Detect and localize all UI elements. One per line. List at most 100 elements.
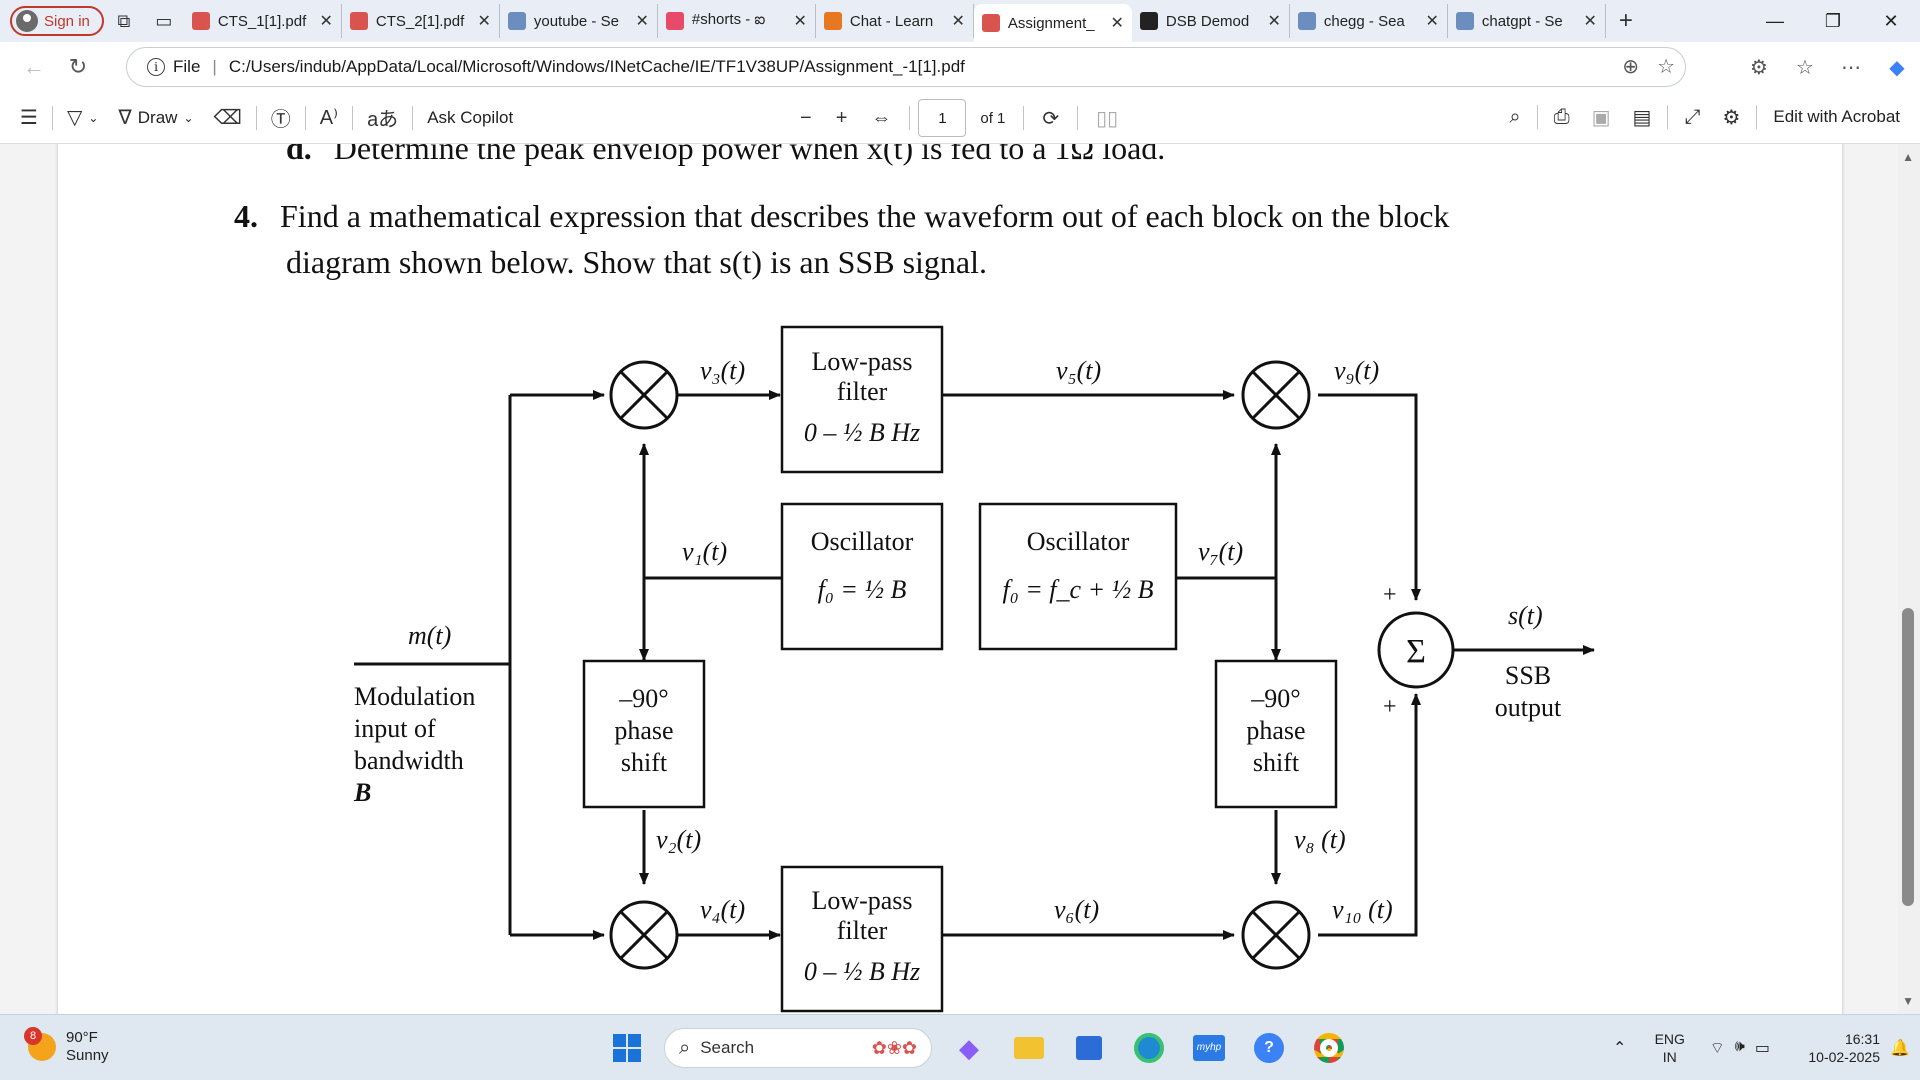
zoom-icon[interactable]: ⊕ [1622, 56, 1640, 78]
settings-button[interactable]: ⚙ [1712, 99, 1750, 135]
tab-label: DSB Demod [1165, 12, 1250, 30]
lpf-top-line-1: Low-pass [811, 347, 912, 376]
file-explorer-icon[interactable] [1006, 1025, 1052, 1071]
url-field[interactable]: i File | C:/Users/indub/AppData/Local/Mi… [126, 47, 1686, 87]
minimize-button[interactable]: — [1766, 10, 1784, 31]
chrome-icon[interactable] [1306, 1025, 1352, 1071]
close-tab-icon[interactable]: ✕ [1425, 13, 1439, 30]
volume-icon: 🕪 [1734, 1038, 1745, 1055]
clock-time: 16:31 [1844, 1031, 1880, 1047]
browser-tab[interactable]: CTS_2[1].pdf✕ [342, 4, 500, 38]
browser-tab[interactable]: chatgpt - Se✕ [1448, 4, 1606, 38]
start-button[interactable] [604, 1025, 650, 1071]
scroll-thumb[interactable] [1902, 608, 1914, 906]
divider [1667, 105, 1669, 129]
pen-icon: ∇ [118, 107, 132, 129]
info-icon[interactable]: i [147, 58, 165, 76]
add-text-button[interactable]: Ⓣ [261, 100, 301, 136]
scroll-up-icon[interactable]: ▲ [1902, 150, 1914, 164]
browser-tab[interactable]: Assignment_✕ [973, 4, 1132, 42]
close-tab-icon[interactable]: ✕ [477, 13, 491, 30]
weather-temp: 90°F [66, 1029, 98, 1046]
restore-button[interactable]: ❐ [1824, 10, 1842, 31]
page-total-label: of 1 [980, 109, 1006, 127]
rotate-button[interactable]: ⟳ [1032, 100, 1069, 136]
scroll-down-icon[interactable]: ▼ [1902, 994, 1914, 1008]
close-tab-icon[interactable]: ✕ [951, 13, 965, 30]
tab-actions-icon[interactable]: ▭ [155, 10, 173, 31]
close-tab-icon[interactable]: ✕ [1267, 13, 1281, 30]
close-tab-icon[interactable]: ✕ [1583, 13, 1597, 30]
label-v6: v₆(t) [1054, 895, 1099, 924]
read-aloud-button[interactable]: A⁾ [310, 100, 348, 136]
phase-shift-right-line-1: –90° [1250, 684, 1300, 713]
contents-icon[interactable]: ☰ [20, 107, 38, 129]
erase-button[interactable]: ⌫ [204, 100, 252, 136]
address-bar: ← ↻ i File | C:/Users/indub/AppData/Loca… [0, 42, 1920, 92]
page-number-input[interactable]: 1 [918, 99, 967, 137]
chatgpt-icon [1139, 12, 1158, 30]
pdf-icon [981, 14, 1000, 32]
browser-tab[interactable]: youtube - Se✕ [500, 4, 658, 38]
translate-button[interactable]: aあ [357, 100, 408, 136]
tray-overflow-icon[interactable]: ⌃ [1613, 1040, 1627, 1057]
favorite-star-icon[interactable]: ☆ [1657, 56, 1675, 78]
browser-tab[interactable]: chegg - Sea✕ [1290, 4, 1448, 38]
store-icon[interactable] [1066, 1025, 1112, 1071]
ask-copilot-label: Ask Copilot [427, 107, 514, 127]
oscillator-2-freq: f₀ = f_c + ½ B [1003, 575, 1154, 604]
myhp-icon[interactable]: myhp [1186, 1025, 1232, 1071]
browser-tab[interactable]: #shorts - ఐ ✕ [658, 4, 816, 38]
language-indicator[interactable]: ENG IN [1640, 1030, 1700, 1066]
close-window-button[interactable]: ✕ [1883, 10, 1899, 31]
clock[interactable]: 16:31 10-02-2025 [1780, 1030, 1880, 1066]
save-as-button[interactable]: ▤ [1623, 99, 1662, 135]
eraser-icon: ⌫ [213, 107, 242, 129]
tab-label: #shorts - ఐ [691, 10, 766, 28]
text-box-icon: Ⓣ [270, 109, 291, 131]
new-tab-button[interactable]: + [1618, 7, 1633, 34]
refresh-button[interactable]: ↻ [68, 54, 88, 79]
extensions-icon[interactable]: ⚙ [1750, 56, 1768, 79]
vertical-scrollbar[interactable]: ▲ ▼ [1898, 144, 1920, 1014]
edge-browser-icon[interactable] [1126, 1025, 1172, 1071]
taskbar-search[interactable]: ⌕ Search ✿❀✿ [664, 1028, 932, 1068]
find-button[interactable]: ⌕ [1499, 99, 1530, 135]
print-button[interactable]: ⎙ [1544, 99, 1580, 135]
system-tray[interactable]: ⌔ 🕪 ▭ [1700, 1038, 1780, 1058]
fit-width-button[interactable]: ⇔ [861, 100, 901, 136]
weather-widget[interactable]: 8 90°F Sunny [24, 1027, 109, 1065]
zoom-out-button[interactable]: − [800, 106, 812, 129]
save-button[interactable]: ▣ [1582, 99, 1621, 135]
taskbar-search-label: Search [700, 1038, 755, 1057]
close-tab-icon[interactable]: ✕ [319, 13, 333, 30]
phase-shift-left-line-3: shift [621, 748, 668, 777]
more-menu-icon[interactable]: ⋯ [1841, 56, 1861, 79]
scheme-label: File [173, 57, 201, 76]
ask-copilot-button[interactable]: Ask Copilot [417, 100, 523, 136]
zoom-in-button[interactable]: + [835, 106, 848, 129]
sign-in-button[interactable]: Sign in [10, 6, 104, 36]
browser-tab[interactable]: CTS_1[1].pdf✕ [184, 4, 342, 38]
browser-tab[interactable]: Chat - Learn ✕ [816, 4, 974, 38]
copilot-icon[interactable]: ◆ [1889, 56, 1905, 79]
copilot-app-icon[interactable]: ◆ [959, 1032, 979, 1063]
page-view-button[interactable]: ▯▯ [1086, 100, 1128, 136]
edit-with-acrobat-button[interactable]: Edit with Acrobat [1763, 99, 1910, 135]
help-icon[interactable]: ? [1246, 1025, 1292, 1071]
browser-tab[interactable]: DSB Demod ✕ [1132, 4, 1290, 38]
workspaces-icon[interactable]: ⧉ [117, 10, 131, 31]
close-tab-icon[interactable]: ✕ [1110, 15, 1124, 32]
close-tab-icon[interactable]: ✕ [793, 13, 807, 30]
notification-icon[interactable]: 🔔 [1890, 1040, 1910, 1057]
tab-label: Chat - Learn [849, 12, 934, 30]
oscillator-1-box [780, 502, 944, 651]
close-tab-icon[interactable]: ✕ [635, 13, 649, 30]
back-button[interactable]: ← [23, 54, 45, 79]
full-screen-button[interactable]: ⤢ [1674, 99, 1710, 135]
highlight-button[interactable]: ▽⌄ [66, 107, 99, 129]
pdf-viewer[interactable]: d. Determine the peak envelop power when… [0, 144, 1920, 1014]
draw-button[interactable]: ∇ Draw ⌄ [108, 100, 203, 136]
favorites-icon[interactable]: ☆ [1796, 56, 1814, 79]
mixer-top-left [609, 360, 679, 430]
